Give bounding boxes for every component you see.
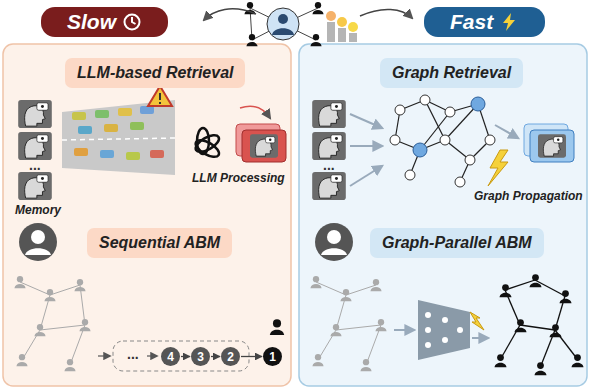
ellipsis-label: ...: [323, 157, 335, 173]
node-text: Sequential ABM: [99, 234, 220, 251]
node-text: Graph Retrieval: [392, 64, 511, 81]
section-header: Graph Retrieval: [380, 58, 523, 88]
caption-label: LLM Processing: [192, 171, 285, 185]
callout-number: 2: [221, 347, 240, 366]
ellipsis-label: ...: [29, 157, 41, 173]
fast-banner: Fast: [424, 7, 545, 37]
callout-number: 4: [161, 347, 180, 366]
section-header: Graph-Parallel ABM: [370, 228, 544, 258]
ellipsis-label: ...: [127, 346, 139, 362]
section-header: LLM-based Retrieval: [65, 58, 245, 88]
caption-label: Memory: [15, 203, 61, 217]
section-header: Sequential ABM: [87, 228, 232, 258]
node-text: 4: [167, 350, 174, 364]
node-text: 2: [227, 350, 234, 364]
bolt-icon: [499, 12, 519, 32]
node-text: 3: [197, 350, 204, 364]
sequence-arrow: [181, 356, 190, 357]
slow-banner: Slow: [41, 7, 168, 37]
node-text: Slow: [67, 10, 116, 34]
sequence-arrow: [211, 356, 220, 357]
node-text: Fast: [450, 10, 493, 34]
callout-number: 1: [263, 347, 282, 366]
node-text: 1: [269, 350, 276, 364]
sequence-arrow: [241, 356, 262, 357]
node-text: LLM-based Retrieval: [77, 64, 233, 81]
caption-label: Graph Propagation: [474, 189, 583, 203]
node-text: Graph-Parallel ABM: [382, 234, 532, 251]
callout-number: 3: [191, 347, 210, 366]
clock-icon: [122, 12, 142, 32]
